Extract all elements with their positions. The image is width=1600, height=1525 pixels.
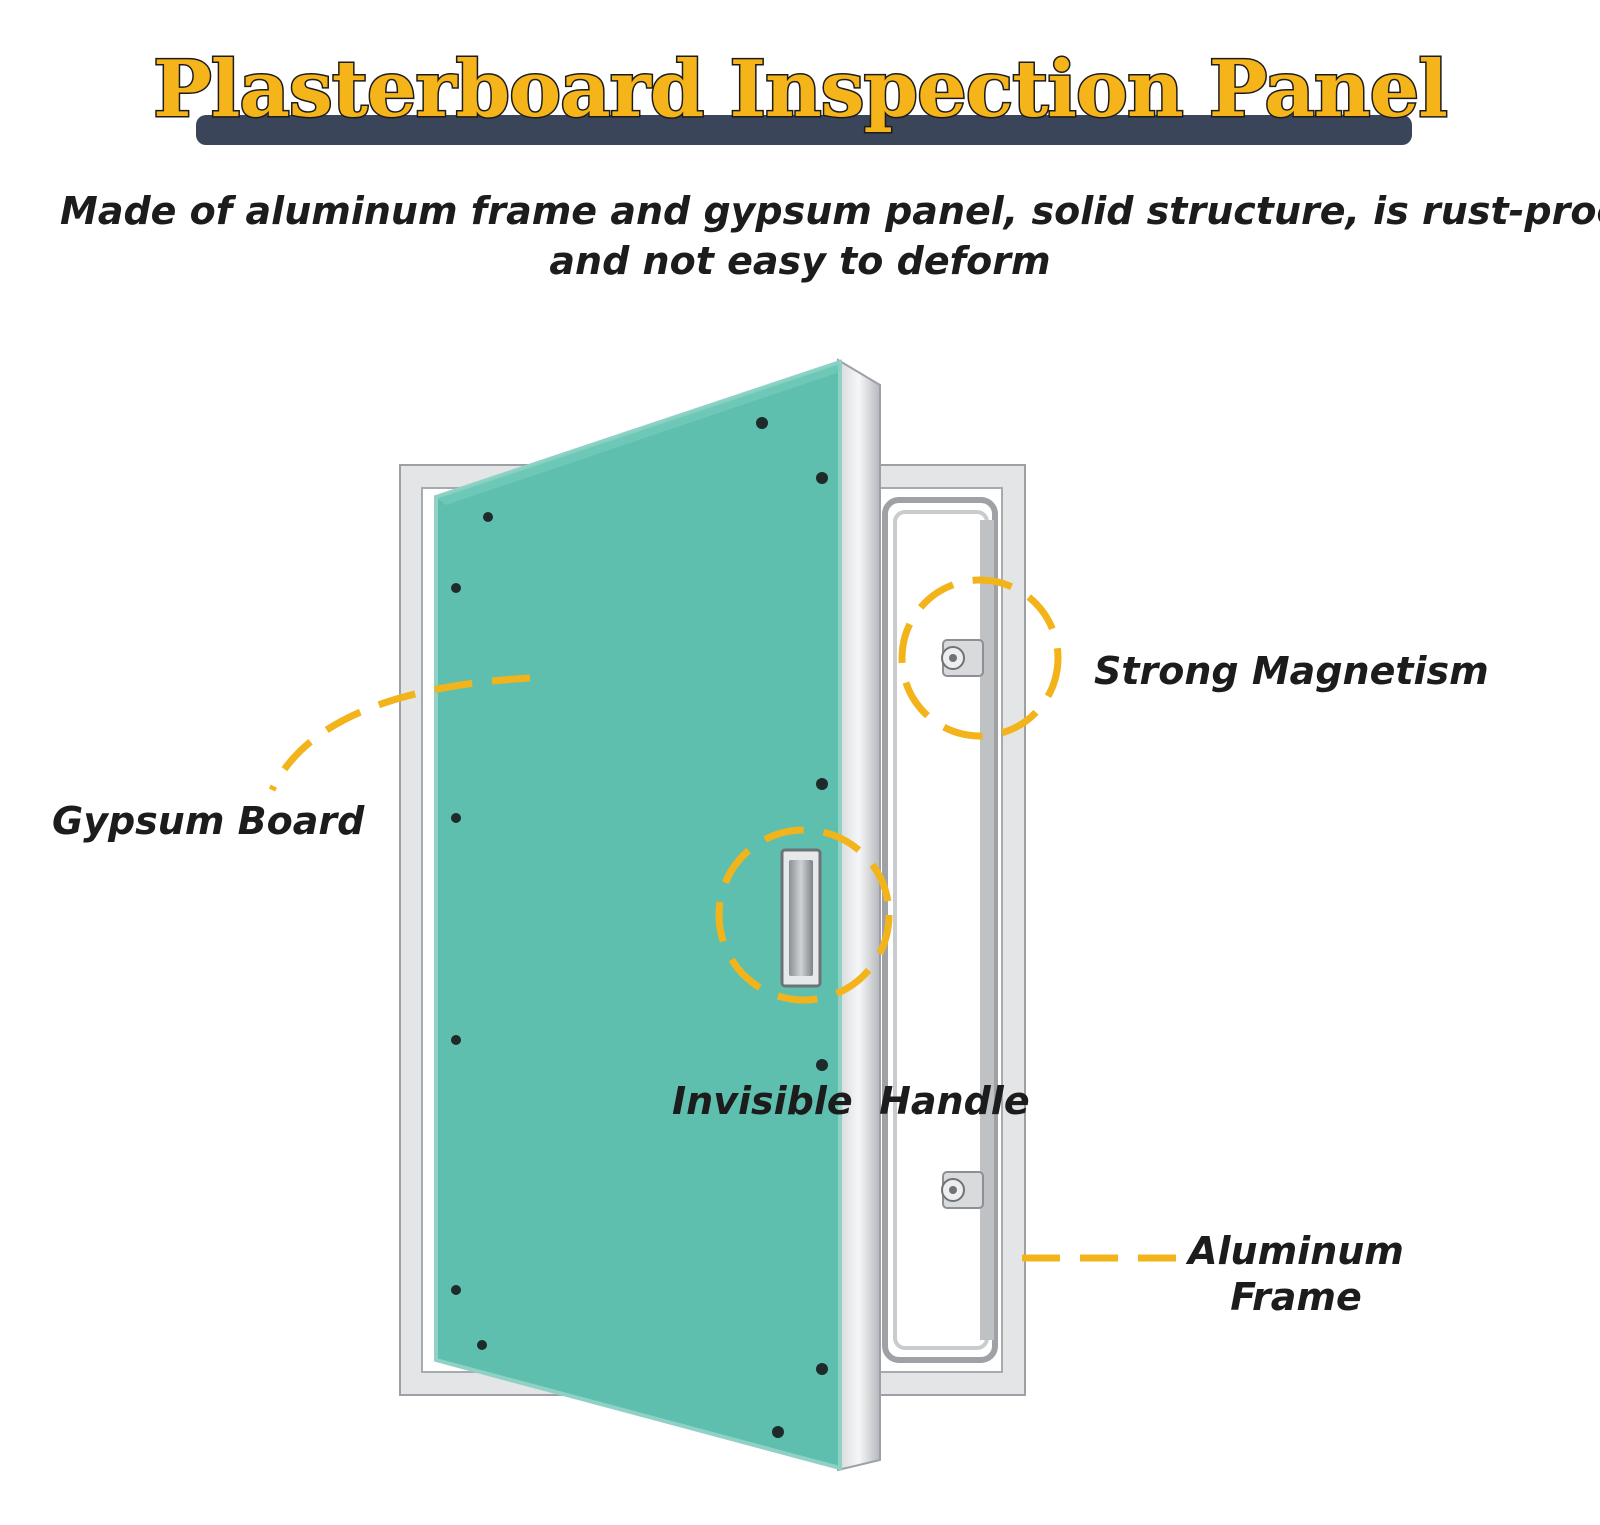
title-underline-bar [196, 115, 1412, 145]
screw-holes [451, 417, 828, 1438]
magnetism-callout-circle [898, 576, 1062, 740]
invisible-handle-label: Invisible Handle [672, 1079, 1030, 1123]
page-title: Plasterboard Inspection Panel [152, 43, 1450, 137]
gypsum-board [434, 359, 842, 1471]
aluminum-frame-label-line-1: Aluminum [1188, 1229, 1404, 1273]
magnet-icon-lower [941, 1171, 984, 1209]
strong-magnetism-label: Strong Magnetism [1094, 649, 1489, 693]
aluminum-frame-label: Aluminum Frame [1186, 1228, 1406, 1320]
aluminum-frame-label-line-2: Frame [1230, 1275, 1362, 1319]
handle-callout-circle [715, 826, 893, 1004]
door-edge [837, 358, 881, 1472]
magnet-icon [941, 639, 984, 677]
gypsum-leader-line [268, 674, 531, 792]
handle-icon [780, 848, 822, 988]
subtitle-line-2: and not easy to deform [549, 239, 1051, 283]
subtitle-line-1: Made of aluminum frame and gypsum panel,… [60, 189, 1600, 233]
gypsum-board-label: Gypsum Board [52, 799, 365, 843]
subtitle: Made of aluminum frame and gypsum panel,… [60, 186, 1600, 286]
